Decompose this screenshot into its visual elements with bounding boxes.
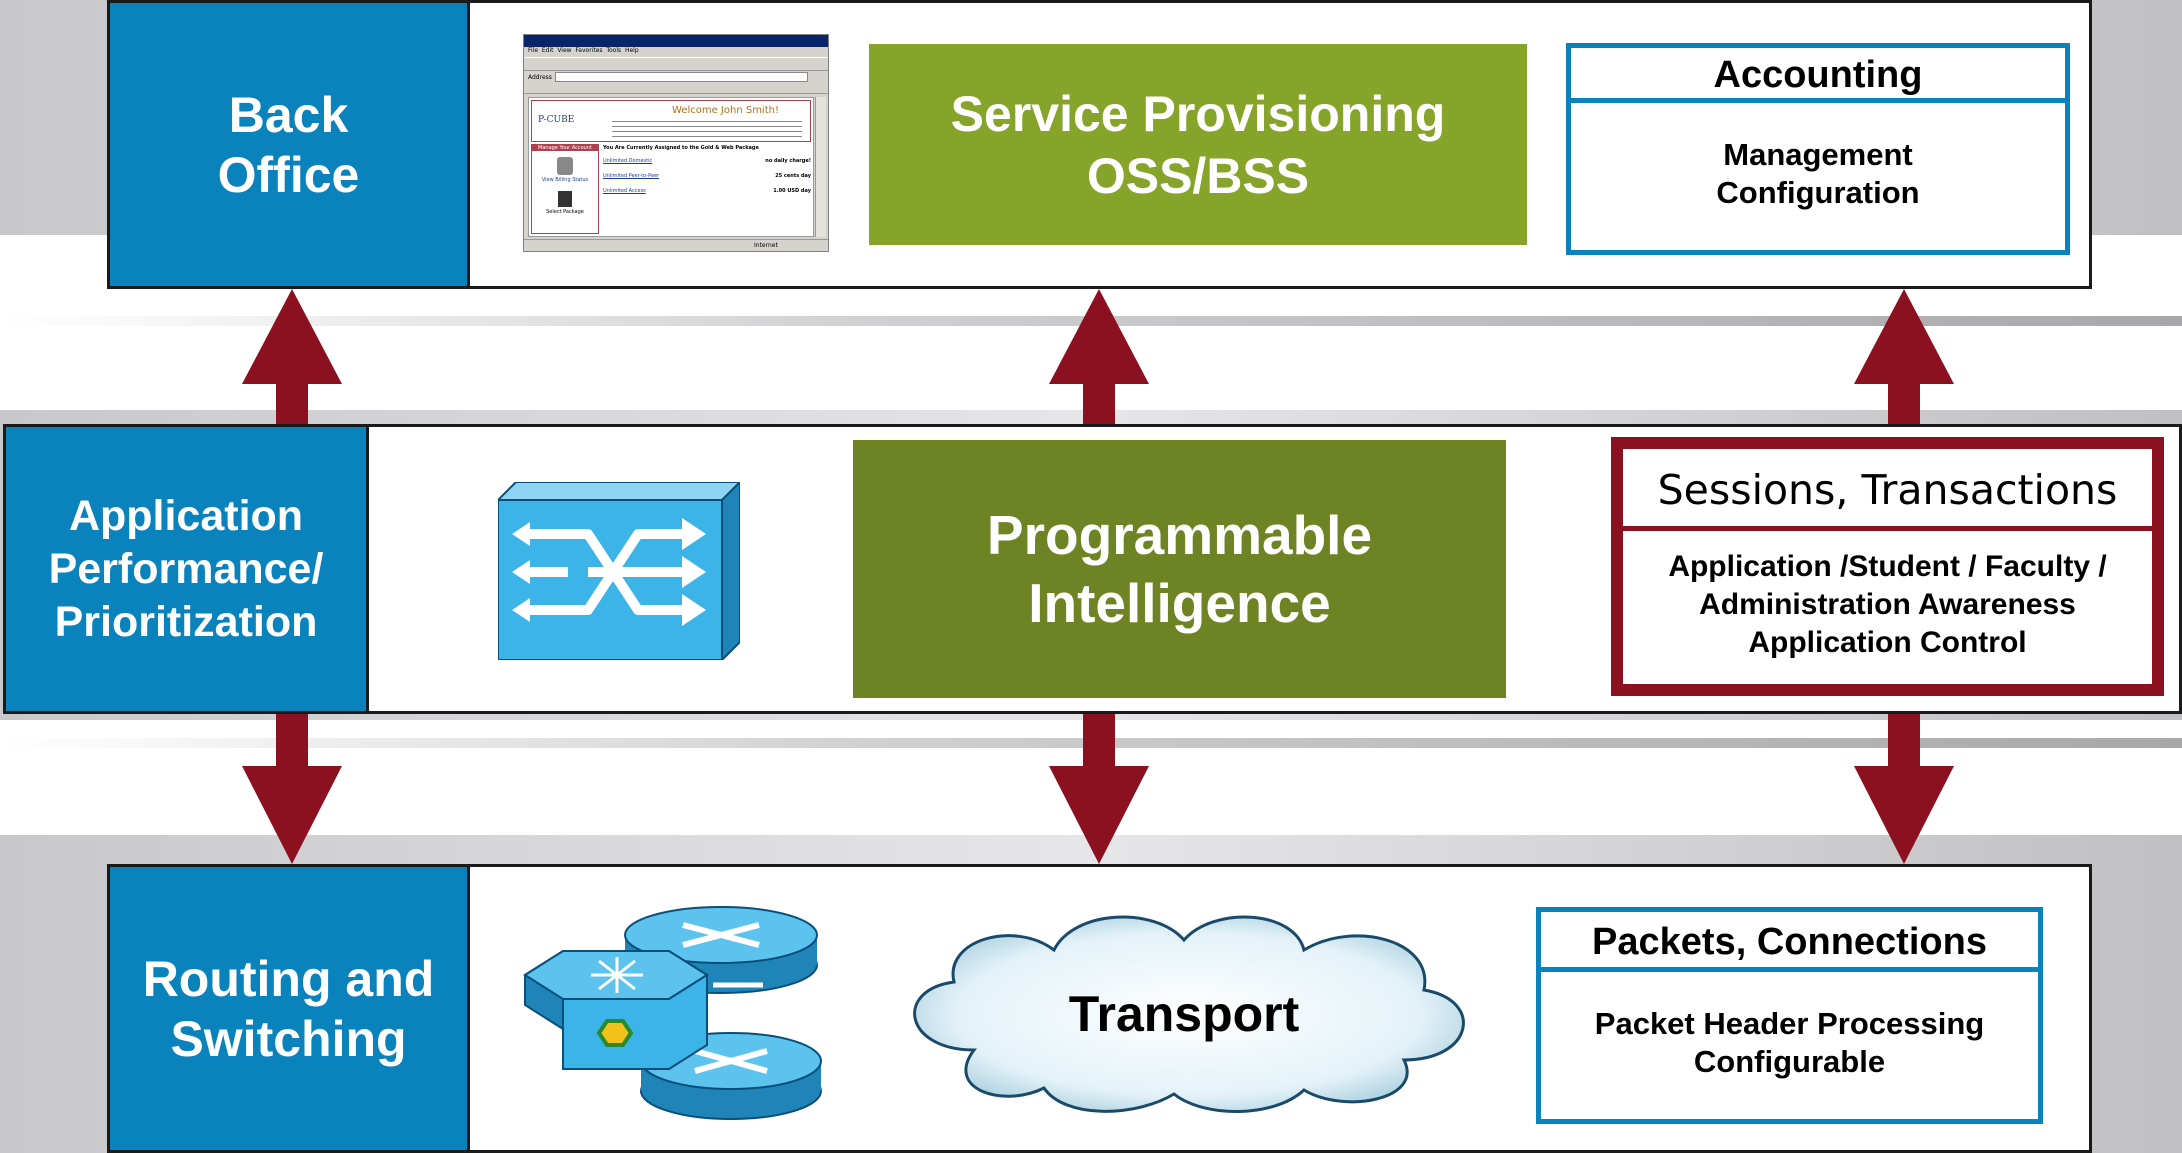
sessions-transactions-box: Sessions, Transactions Application /Stud… — [1611, 437, 2164, 696]
browser-menu: File Edit View Favorites Tools Help — [524, 47, 828, 57]
package-icon — [558, 191, 572, 207]
offer-1-label: Unlimited Domestic — [603, 158, 653, 164]
browser-address-bar: Address — [524, 71, 828, 83]
browser-links-bar — [524, 83, 828, 94]
double-arrow-icon-left-lower — [242, 714, 342, 864]
address-label: Address — [528, 73, 552, 81]
menu-edit: Edit — [541, 47, 554, 54]
welcome-text: Welcome John Smith! — [672, 105, 779, 116]
packets-connections-box: Packets, Connections Packet Header Proce… — [1536, 907, 2043, 1124]
sessions-body: Application /Student / Faculty / Adminis… — [1668, 550, 2107, 659]
pcube-logo: P-CUBE — [538, 115, 575, 125]
browser-page-header: P-CUBE Welcome John Smith! — [531, 100, 811, 142]
menu-favorites: Favorites — [575, 47, 603, 54]
browser-titlebar — [524, 35, 828, 47]
browser-sidebar: Manage Your Account View Billing Status … — [531, 144, 599, 234]
sidebar-link-billing: View Billing Status — [541, 177, 589, 183]
browser-screenshot-icon: File Edit View Favorites Tools Help Addr… — [523, 34, 829, 252]
offer-1-price: no daily charge! — [765, 158, 811, 164]
welcome-lines — [612, 119, 802, 137]
packets-body: Packet Header Processing Configurable — [1594, 1006, 1985, 1079]
status-zone: Internet — [754, 242, 778, 249]
browser-toolbar — [524, 57, 828, 71]
back-office-label: Back Office — [107, 0, 470, 289]
offer-3-price: 1.00 USD day — [773, 188, 811, 194]
sessions-header: Sessions, Transactions — [1623, 449, 2152, 531]
package-line: You Are Currently Assigned to the Gold &… — [603, 145, 759, 151]
transport-label: Transport — [1068, 986, 1300, 1042]
billing-icon — [557, 157, 573, 175]
sidebar-title: Manage Your Account — [532, 145, 598, 151]
browser-page: P-CUBE Welcome John Smith! Manage Your A… — [528, 97, 814, 237]
browser-content: You Are Currently Assigned to the Gold &… — [603, 144, 811, 234]
packets-header: Packets, Connections — [1541, 912, 2038, 972]
menu-file: File — [528, 47, 539, 54]
double-arrow-icon-left-upper — [242, 289, 342, 424]
double-arrow-icon-center-upper — [1049, 289, 1149, 424]
offer-2-label: Unlimited Peer-to-Peer — [603, 173, 660, 179]
double-arrow-icon-right-lower — [1854, 714, 1954, 864]
offer-3-label: Unlimited Access — [603, 188, 646, 194]
menu-tools: Tools — [606, 47, 622, 54]
programmable-intelligence-box: Programmable Intelligence — [853, 440, 1506, 698]
offer-3: Unlimited Access 1.00 USD day — [603, 187, 811, 196]
application-performance-label: Application Performance/ Prioritization — [3, 424, 369, 714]
accounting-box: Accounting Management Configuration — [1566, 43, 2070, 255]
service-provisioning-box: Service Provisioning OSS/BSS — [869, 44, 1527, 245]
menu-view: View — [557, 47, 572, 54]
accounting-header: Accounting — [1571, 48, 2065, 103]
offer-2: Unlimited Peer-to-Peer 25 cents day — [603, 172, 811, 181]
double-arrow-icon-right-upper — [1854, 289, 1954, 424]
cloud-icon — [913, 915, 1465, 1113]
address-field — [554, 72, 808, 82]
content-switch-icon — [498, 482, 740, 660]
browser-scrollbar — [815, 97, 826, 237]
menu-help: Help — [624, 47, 639, 54]
offer-1: Unlimited Domestic no daily charge! — [603, 157, 811, 166]
routing-switching-label: Routing and Switching — [107, 864, 470, 1153]
offer-2-price: 25 cents day — [775, 173, 811, 179]
double-arrow-icon-center-lower — [1049, 714, 1149, 864]
browser-statusbar: Internet — [524, 239, 828, 251]
router-switch-stack-icon — [523, 906, 822, 1120]
accounting-body: Management Configuration — [1716, 137, 1920, 210]
sidebar-link-package: Select Package — [546, 209, 584, 215]
